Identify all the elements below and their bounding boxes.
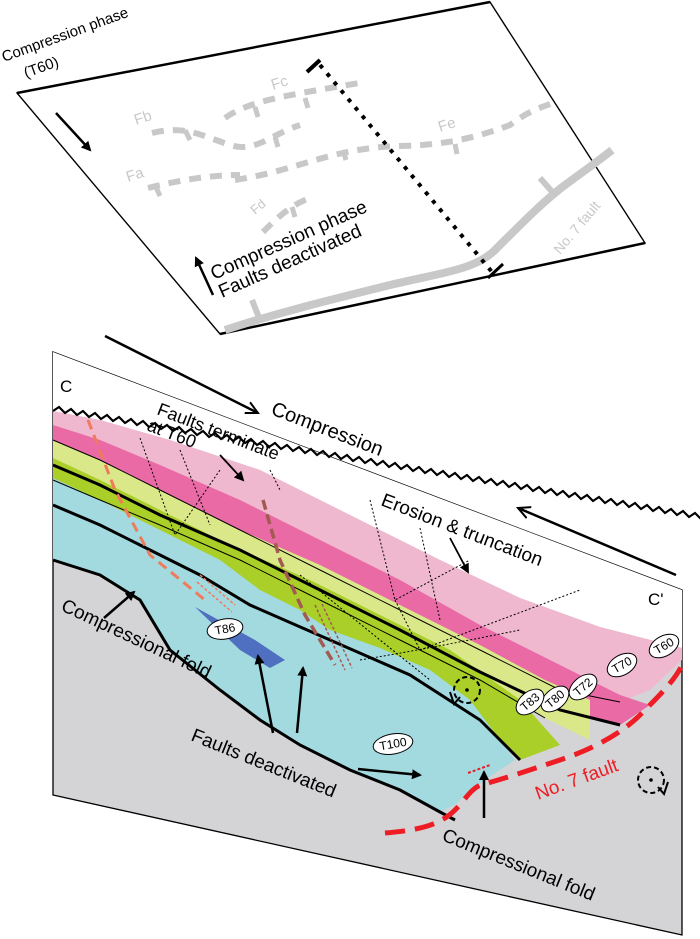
- horizon-tag-t72: T72: [568, 673, 598, 701]
- fault-brown: [261, 499, 337, 666]
- layer-t70: [53, 425, 650, 725]
- rotation-ccw-icon: [449, 676, 481, 706]
- rotation-cw-icon: [637, 766, 669, 796]
- fault-trace-fd: [260, 195, 312, 235]
- fault-trace-fb: [151, 122, 301, 150]
- section-end-label: C': [648, 590, 664, 609]
- map-compression-arrow: [55, 112, 92, 152]
- svg-text:T86: T86: [214, 620, 237, 637]
- map-label-fc: Fc: [269, 72, 291, 93]
- map-panel: Compression phase (T60) Fa Fb Fc Fd Fe: [0, 0, 647, 336]
- horizon-t80: [52, 503, 522, 762]
- erosion-arrow: [518, 508, 677, 577]
- fault-trace-fc: [223, 79, 366, 121]
- horizon-tag-t86: T86: [206, 618, 244, 640]
- section-start-label: C: [60, 377, 72, 396]
- no7-fault-trace: [384, 663, 685, 836]
- map-label-fe: Fe: [436, 114, 458, 136]
- horizon-tag-t60: T60: [648, 633, 680, 659]
- compression-arrow: [104, 334, 258, 415]
- map-plane: [15, 1, 647, 335]
- section-line-cc: [318, 63, 494, 274]
- map-title-line1: Compression phase: [0, 4, 131, 66]
- cross-section: T60 T70 T72 T80 T83 T86: [52, 334, 700, 936]
- map-label-fb: Fb: [132, 107, 154, 129]
- erosion-surface: [52, 405, 700, 520]
- layer-basin: [53, 478, 515, 812]
- horizon-tag-t100: T100: [372, 733, 414, 755]
- map-title-line2: (T60): [22, 54, 61, 82]
- map-no7-fault: [223, 146, 615, 334]
- fault-salmon: [86, 419, 206, 602]
- map-label-fd: Fd: [247, 196, 268, 217]
- map-note-arrow: [194, 256, 215, 296]
- terminated-faults: [139, 437, 581, 681]
- map-fault-ticks: [152, 97, 460, 218]
- fault-trace-fe: [234, 100, 555, 183]
- map-label-fa: Fa: [124, 164, 147, 186]
- svg-text:T100: T100: [378, 735, 408, 754]
- horizon-tag-t70: T70: [606, 652, 638, 678]
